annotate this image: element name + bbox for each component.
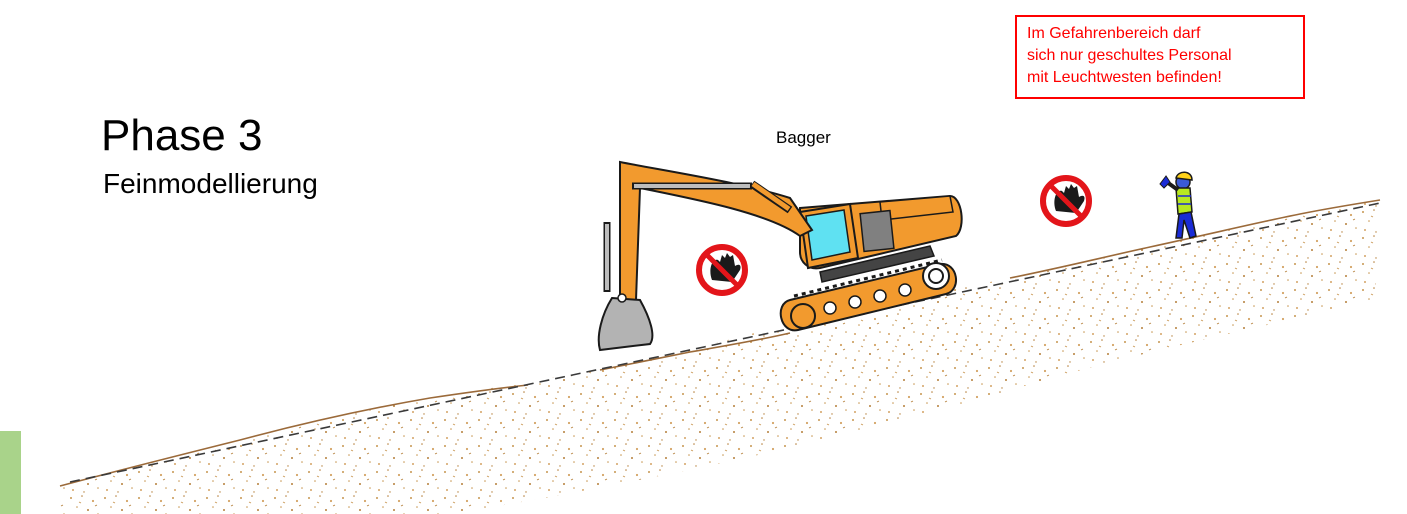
excavator-label: Bagger bbox=[776, 128, 831, 148]
warning-line: mit Leuchtwesten befinden! bbox=[1027, 67, 1295, 89]
warning-line: sich nur geschultes Personal bbox=[1027, 45, 1295, 67]
safety-warning-box: Im Gefahrenbereich darf sich nur geschul… bbox=[1015, 15, 1305, 99]
excavator-counterweight-panel bbox=[860, 211, 894, 252]
no-entry-hand-sign-icon bbox=[699, 247, 745, 293]
side-color-marker bbox=[0, 431, 21, 514]
phase-subtitle: Feinmodellierung bbox=[103, 168, 318, 200]
no-entry-hand-sign-icon bbox=[1043, 178, 1089, 224]
phase-title: Phase 3 bbox=[101, 112, 262, 160]
excavator-bucket bbox=[599, 298, 653, 350]
warning-line: Im Gefahrenbereich darf bbox=[1027, 23, 1295, 45]
worker-with-hi-vis-vest-icon bbox=[1160, 172, 1196, 238]
